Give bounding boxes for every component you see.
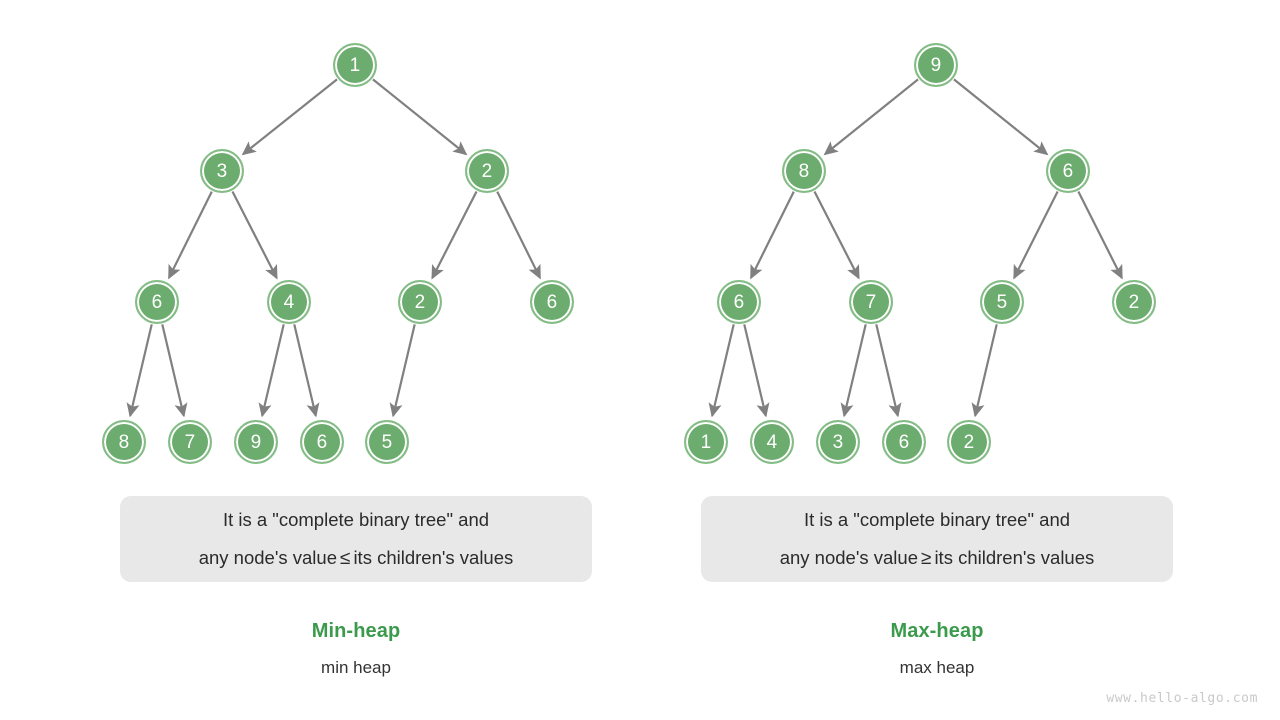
- min-heap-edge: [126, 324, 153, 418]
- max-heap-edge: [953, 78, 1049, 156]
- max-heap-caption-line-1: It is a "complete binary tree" and: [803, 508, 1071, 530]
- max-heap-node: 4: [750, 420, 794, 464]
- min-heap-node: 9: [234, 420, 278, 464]
- max-heap-subtitle: max heap: [899, 658, 975, 677]
- min-heap-edge: [496, 191, 541, 280]
- min-heap-subtitle: min heap: [321, 658, 391, 677]
- min-heap-edge: [389, 324, 416, 418]
- max-heap-node: 3: [816, 420, 860, 464]
- min-heap-edge: [241, 78, 338, 156]
- max-heap-node: 2: [947, 420, 991, 464]
- max-heap-comparison-symbol: ≥: [921, 547, 932, 569]
- min-heap-title: Min-heap: [311, 620, 401, 642]
- min-heap-node: 8: [102, 420, 146, 464]
- max-heap-edge: [840, 324, 867, 418]
- max-heap-node: 2: [1112, 280, 1156, 324]
- min-heap-node: 1: [333, 43, 377, 87]
- min-heap-edge: [431, 190, 478, 280]
- max-heap-edge: [1077, 191, 1123, 280]
- min-heap-node: 4: [267, 280, 311, 324]
- max-heap-node: 6: [882, 420, 926, 464]
- max-heap-edges: [708, 78, 1123, 418]
- max-heap-caption-post: its children's values: [934, 546, 1095, 568]
- min-heap-node: 5: [365, 420, 409, 464]
- min-heap-edge: [168, 191, 213, 280]
- min-heap-node: 6: [530, 280, 574, 324]
- max-heap-title: Max-heap: [890, 620, 984, 642]
- min-heap-node: 6: [300, 420, 344, 464]
- max-heap-edge: [750, 191, 795, 280]
- min-heap-caption-box: It is a "complete binary tree" and any n…: [120, 496, 592, 582]
- max-heap-node: 8: [782, 149, 826, 193]
- max-heap-edge: [823, 78, 919, 156]
- max-heap-edge: [875, 324, 902, 418]
- min-heap-caption-pre: any node's value: [198, 546, 337, 568]
- min-heap-node: 2: [465, 149, 509, 193]
- min-heap-node: 2: [398, 280, 442, 324]
- min-heap-caption-post: its children's values: [353, 546, 514, 568]
- max-heap-node: 6: [1046, 149, 1090, 193]
- min-heap-node: 3: [200, 149, 244, 193]
- min-heap-caption-line-1: It is a "complete binary tree" and: [222, 508, 490, 530]
- max-heap-edge: [971, 324, 998, 418]
- max-heap-caption-pre: any node's value: [779, 546, 918, 568]
- max-heap-node: 7: [849, 280, 893, 324]
- watermark: www.hello-algo.com: [1106, 691, 1258, 706]
- min-heap-edge: [161, 324, 188, 418]
- min-heap-node: 6: [135, 280, 179, 324]
- min-heap-caption-line-2: any node's value≤its children's values: [199, 539, 514, 578]
- min-heap-edge: [372, 78, 468, 156]
- min-heap-edge: [293, 324, 320, 418]
- max-heap-caption-line-2: any node's value≥its children's values: [780, 539, 1095, 578]
- max-heap-node: 1: [684, 420, 728, 464]
- max-heap-edge: [708, 324, 735, 418]
- min-heap-comparison-symbol: ≤: [340, 547, 351, 569]
- max-heap-edge: [1013, 191, 1059, 280]
- max-heap-caption-box: It is a "complete binary tree" and any n…: [701, 496, 1173, 582]
- max-heap-node: 5: [980, 280, 1024, 324]
- max-heap-node: 6: [717, 280, 761, 324]
- max-heap-edge: [813, 190, 860, 280]
- max-heap-node: 9: [914, 43, 958, 87]
- min-heap-edge: [258, 324, 285, 418]
- min-heap-edge: [231, 190, 278, 280]
- min-heap-edges: [126, 78, 541, 418]
- min-heap-node: 7: [168, 420, 212, 464]
- max-heap-edge: [743, 324, 770, 418]
